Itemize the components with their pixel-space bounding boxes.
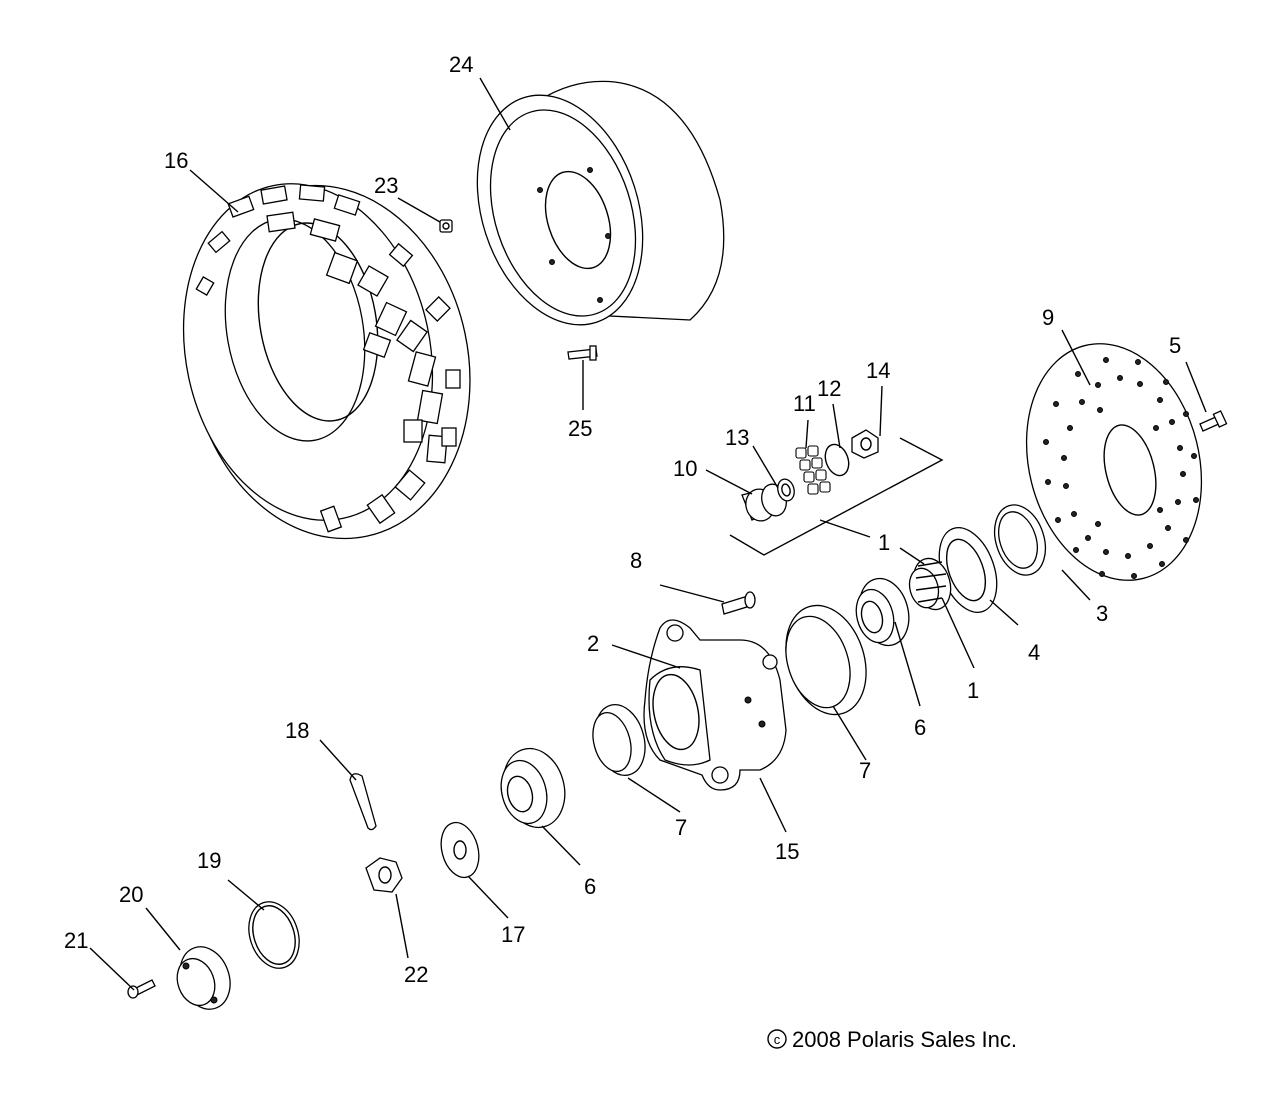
label-6-lower: 6 <box>584 874 596 899</box>
label-24: 24 <box>449 52 473 77</box>
part-seal <box>993 504 1047 576</box>
label-25: 25 <box>568 416 592 441</box>
part-bearing-race-upper <box>785 604 867 716</box>
label-2: 2 <box>587 631 599 656</box>
part-gasket <box>938 527 998 613</box>
part-brake-disc <box>1025 343 1203 581</box>
label-7-lower: 7 <box>675 815 687 840</box>
part-labels: 24 16 23 25 9 5 14 12 11 13 10 1 8 3 2 4… <box>64 52 1181 987</box>
label-1: 1 <box>967 678 979 703</box>
label-20: 20 <box>119 882 143 907</box>
part-screw <box>127 979 156 999</box>
label-1-bracket: 1 <box>878 530 890 555</box>
part-bearing-cone-upper <box>855 577 910 647</box>
label-8: 8 <box>630 548 642 573</box>
part-bearing-race-lower <box>592 704 646 776</box>
part-hub <box>643 619 787 791</box>
part-castle-nut <box>365 857 403 893</box>
part-valve-stem <box>439 219 453 233</box>
part-bearing-cone-lower <box>500 747 566 829</box>
label-7-upper: 7 <box>859 758 871 783</box>
label-23: 23 <box>374 173 398 198</box>
label-16: 16 <box>164 148 188 173</box>
label-6-upper: 6 <box>914 715 926 740</box>
label-4: 4 <box>1028 640 1040 665</box>
part-hub-bolt <box>721 591 756 615</box>
label-11: 11 <box>793 391 816 416</box>
label-15: 15 <box>775 839 799 864</box>
part-o-ring <box>248 901 300 969</box>
part-tire <box>182 183 471 540</box>
part-hub-cap <box>176 946 231 1010</box>
label-22: 22 <box>404 962 428 987</box>
copyright-text: 2008 Polaris Sales Inc. <box>792 1027 1017 1052</box>
label-17: 17 <box>501 922 525 947</box>
label-18: 18 <box>285 718 309 743</box>
label-3: 3 <box>1096 601 1108 626</box>
label-14: 14 <box>866 358 890 383</box>
copyright-notice: c 2008 Polaris Sales Inc. <box>767 1027 1017 1052</box>
label-21: 21 <box>64 928 88 953</box>
label-5: 5 <box>1169 333 1181 358</box>
part-hardware-kit <box>729 429 944 556</box>
label-10: 10 <box>673 456 697 481</box>
part-wheel-stud <box>567 345 598 361</box>
copyright-icon <box>767 1029 787 1049</box>
part-bearing <box>908 557 952 611</box>
part-cotter-pin <box>349 773 377 831</box>
label-9: 9 <box>1042 305 1054 330</box>
part-disc-bolt <box>1199 410 1228 432</box>
part-wheel-rim <box>476 80 725 326</box>
copyright-symbol: c <box>774 1032 781 1047</box>
label-19: 19 <box>197 848 221 873</box>
label-13: 13 <box>725 425 749 450</box>
part-washer <box>440 821 480 879</box>
leader-lines <box>89 77 1207 991</box>
label-12: 12 <box>817 376 841 401</box>
